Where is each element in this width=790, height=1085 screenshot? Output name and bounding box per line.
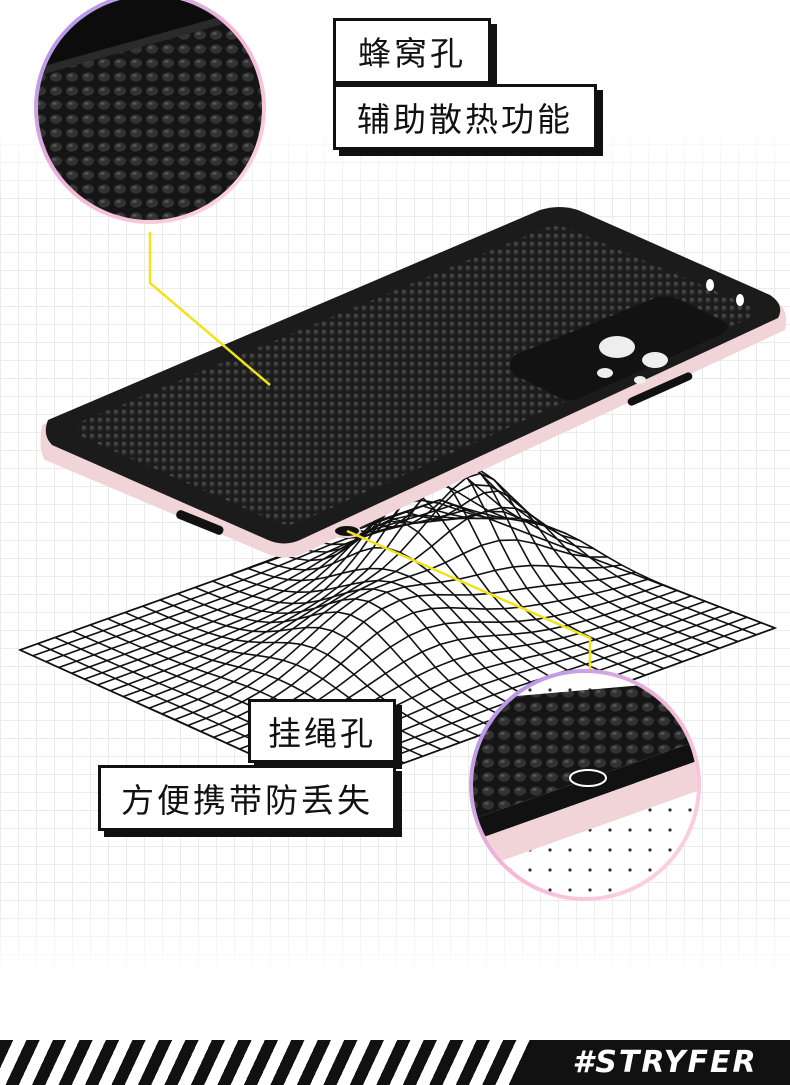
footer-stripes: [0, 1040, 560, 1085]
callout-honeycomb-desc: 辅助散热功能: [333, 84, 597, 150]
leader-line-lanyard: [346, 529, 592, 670]
wireframe-mesh: [17, 459, 778, 791]
mesh-line: [422, 505, 757, 636]
mesh-line: [439, 498, 776, 629]
callout-lanyard-title: 挂绳孔: [248, 699, 396, 763]
callout-lanyard-desc: 方便携带防丢失: [98, 765, 396, 831]
footer-banner: #STRYFER: [0, 1040, 790, 1085]
zoom-circle-lanyard: [469, 669, 701, 901]
leader-line-honeycomb: [148, 232, 271, 386]
brand-label: #STRYFER: [572, 1045, 758, 1080]
mesh-line: [387, 490, 720, 649]
mesh-line: [404, 506, 739, 643]
phone-case: [40, 207, 787, 558]
callout-honeycomb-title: 蜂窝孔: [333, 18, 491, 84]
background-fade-bottom: [0, 900, 790, 1040]
zoom-circle-honeycomb: [34, 0, 266, 224]
